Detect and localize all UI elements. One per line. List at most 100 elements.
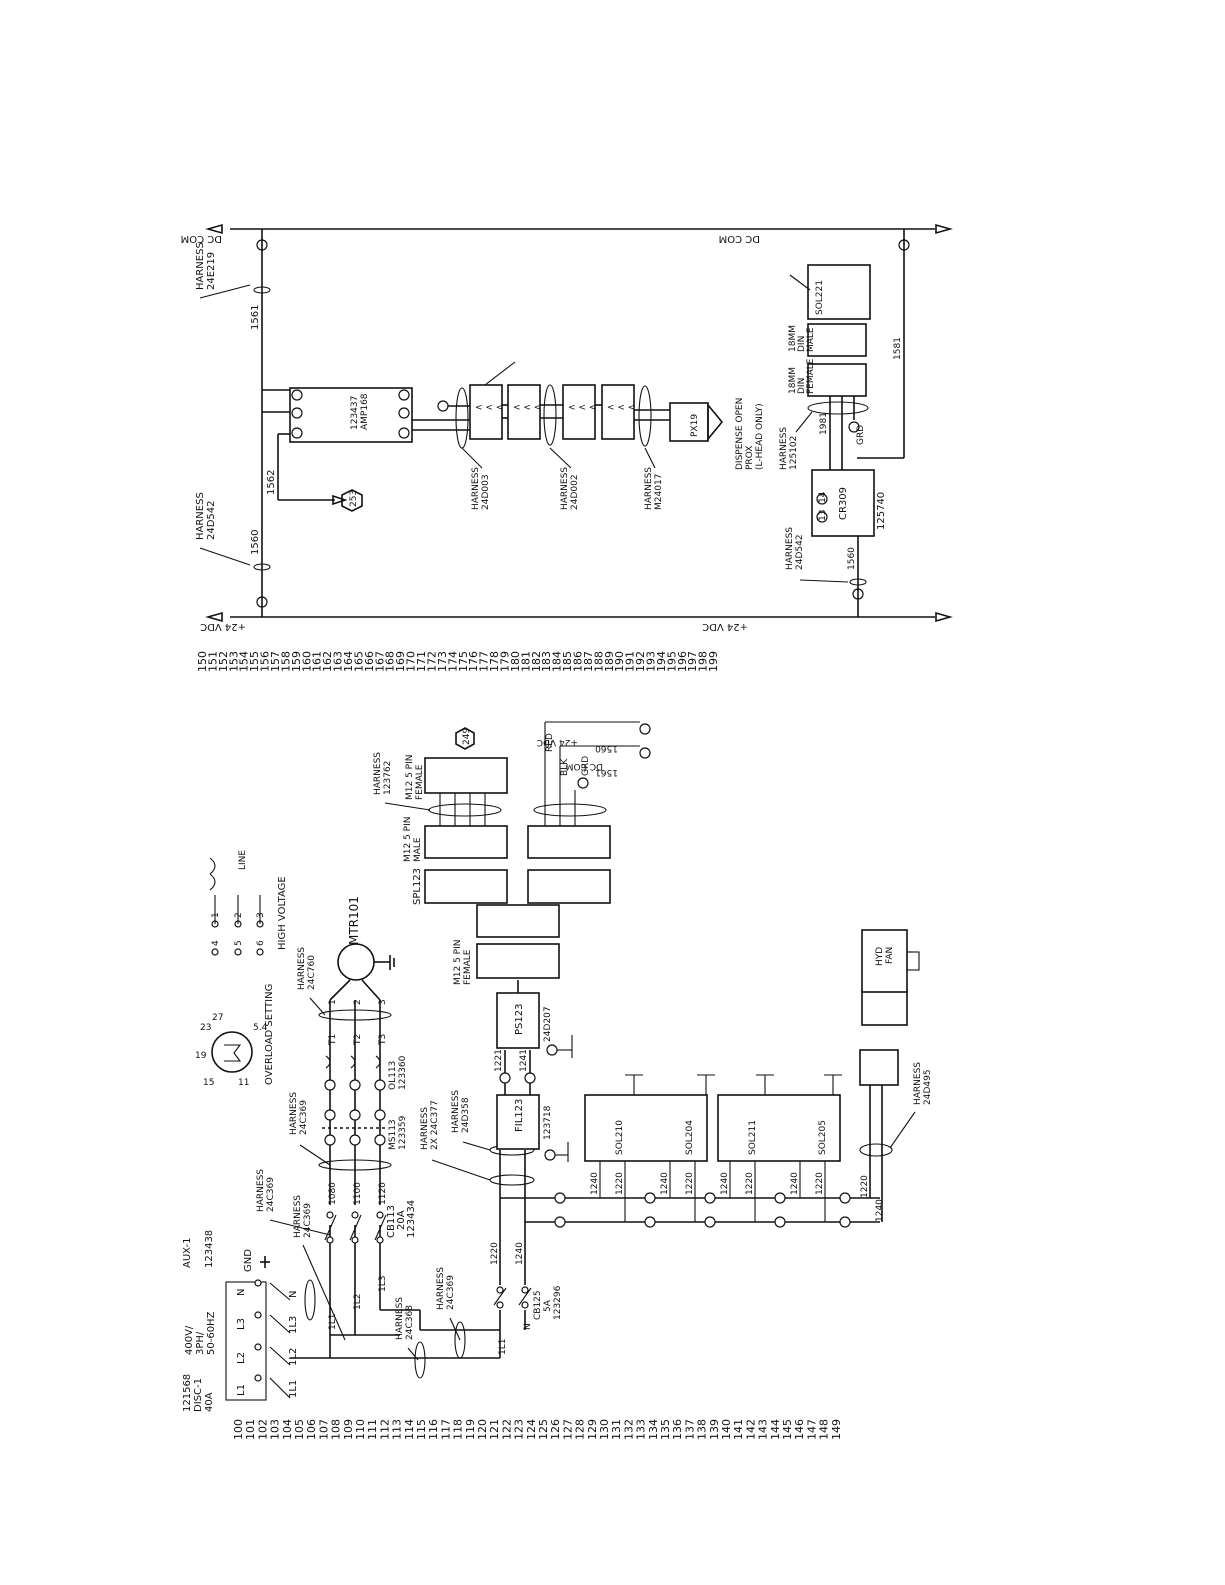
rung-number-130: 130 (598, 1419, 611, 1440)
harness-123762-label: HARNESS 123762 (373, 752, 431, 811)
rung-number-181: 181 (519, 651, 532, 672)
svg-text:GRD: GRD (581, 756, 591, 776)
rung-number-103: 103 (269, 1419, 282, 1440)
sol221-label: SOL221 (815, 280, 825, 315)
svg-text:SOL211: SOL211 (748, 1120, 758, 1155)
harness-24c760-label: HARNESS 24C760 (297, 947, 326, 1016)
svg-text:< < <: < < < (475, 403, 503, 413)
rung-number-118: 118 (452, 1419, 465, 1440)
rung-number-121: 121 (488, 1419, 501, 1440)
wire-1562-label: 1562 (266, 470, 277, 495)
svg-text:13: 13 (818, 510, 828, 521)
svg-text:18MM: 18MM (788, 325, 798, 352)
spl123-block-right (527, 869, 611, 904)
rung-number-119: 119 (464, 1419, 477, 1440)
m12-male-label: M12 5 PIN MALE (403, 817, 423, 862)
svg-text:< < <: < < < (513, 403, 541, 413)
svg-text:123296: 123296 (553, 1285, 563, 1320)
svg-text:HARNESS: HARNESS (373, 752, 383, 795)
rung-number-195: 195 (665, 651, 678, 672)
rung-number-108: 108 (330, 1419, 343, 1440)
rung-number-180: 180 (509, 651, 522, 672)
svg-text:HARNESS: HARNESS (644, 467, 654, 510)
m12-female-connector-b (424, 757, 508, 794)
svg-text:M12 5 PIN: M12 5 PIN (405, 755, 415, 800)
dc-output-labels: RED BLK GRD +24 VDC DC COM 1560 1561 (537, 733, 618, 777)
svg-text:23: 23 (200, 1023, 211, 1033)
motor-wire-labels: 1080 1100 1120 (328, 1182, 388, 1205)
connector-a (507, 384, 541, 440)
svg-text:1L3: 1L3 (288, 1316, 299, 1334)
solenoid-group-2 (717, 1094, 841, 1162)
svg-text:24D002: 24D002 (570, 474, 580, 510)
rung-number-134: 134 (647, 1419, 660, 1440)
rung-number-150: 150 (196, 651, 209, 672)
rung-number-102: 102 (256, 1419, 269, 1440)
rung-number-115: 115 (415, 1419, 428, 1440)
rung-number-187: 187 (582, 651, 595, 672)
rung-number-164: 164 (342, 651, 355, 672)
rung-number-129: 129 (586, 1419, 599, 1440)
svg-text:AUX-1: AUX-1 (182, 1238, 193, 1268)
rung-number-157: 157 (269, 651, 282, 672)
fil123-filter (496, 1094, 540, 1150)
svg-text:HARNESS: HARNESS (779, 427, 789, 470)
svg-text:1220: 1220 (815, 1172, 825, 1195)
rung-number-101: 101 (244, 1419, 257, 1440)
rung-number-131: 131 (610, 1419, 623, 1440)
gnd-label: GND (243, 1249, 254, 1272)
svg-text:DC COM: DC COM (566, 761, 603, 771)
cb113-label: CB113 20A 123434 (386, 1200, 417, 1238)
svg-text:1240: 1240 (660, 1172, 670, 1195)
motor-terminals: T1 T2 T3 1 2 3 (328, 999, 388, 1046)
harness-24e219-label: HARNESS 24E219 (195, 242, 251, 299)
rung-number-113: 113 (391, 1419, 404, 1440)
svg-text:HIGH VOLTAGE: HIGH VOLTAGE (277, 876, 288, 950)
rung-number-133: 133 (635, 1419, 648, 1440)
svg-text:1100: 1100 (353, 1182, 363, 1205)
svg-text:BLK: BLK (560, 758, 570, 776)
svg-text:27: 27 (212, 1013, 223, 1023)
wire-1581-label: 1581 (893, 337, 903, 360)
svg-text:MALE: MALE (413, 837, 423, 862)
rung-number-135: 135 (659, 1419, 672, 1440)
rung-number-185: 185 (561, 651, 574, 672)
harness-125102-label: HARNESS 125102 (779, 411, 813, 470)
fan-connector-socket (861, 989, 908, 1026)
svg-text:24D003: 24D003 (481, 474, 491, 510)
rung-number-169: 169 (394, 651, 407, 672)
rung-number-176: 176 (467, 651, 480, 672)
rung-number-126: 126 (549, 1419, 562, 1440)
svg-text:1561: 1561 (595, 767, 618, 777)
cb125-label: CB125 5A 123296 (533, 1285, 563, 1320)
overload-setting-dial: 11 15 19 23 27 5.4 (195, 1013, 268, 1088)
ref-249-hexagon (455, 727, 475, 750)
rung-number-152: 152 (217, 651, 230, 672)
svg-text:123762: 123762 (383, 761, 393, 795)
rail-arrow-right-bottom (935, 611, 953, 623)
svg-text:24C369: 24C369 (299, 1100, 309, 1135)
rung-number-140: 140 (720, 1419, 733, 1440)
svg-text:< < <: < < < (607, 403, 635, 413)
rung-number-168: 168 (384, 651, 397, 672)
svg-text:RED: RED (545, 733, 555, 752)
px19-label: PX19 (690, 414, 700, 437)
connector-right-dc (527, 825, 611, 859)
ms113-contactor (322, 1109, 388, 1146)
rung-number-117: 117 (439, 1419, 452, 1440)
svg-text:6: 6 (256, 940, 266, 946)
ms113-label: MS113 123359 (388, 1115, 408, 1150)
rung-number-141: 141 (732, 1419, 745, 1440)
svg-text:2: 2 (234, 912, 244, 918)
rung-number-149: 149 (830, 1419, 843, 1440)
svg-text:N: N (288, 1291, 299, 1298)
grd-label: GRD (856, 425, 866, 445)
svg-text:1: 1 (328, 999, 338, 1005)
svg-text:DIN: DIN (797, 378, 807, 394)
svg-text:5A: 5A (543, 1299, 553, 1312)
rung-number-142: 142 (744, 1419, 757, 1440)
rung-number-114: 114 (403, 1419, 416, 1440)
rung-number-165: 165 (352, 651, 365, 672)
svg-text:123359: 123359 (398, 1115, 408, 1150)
din-female-label: 18MM DIN FEMALE (788, 358, 816, 394)
